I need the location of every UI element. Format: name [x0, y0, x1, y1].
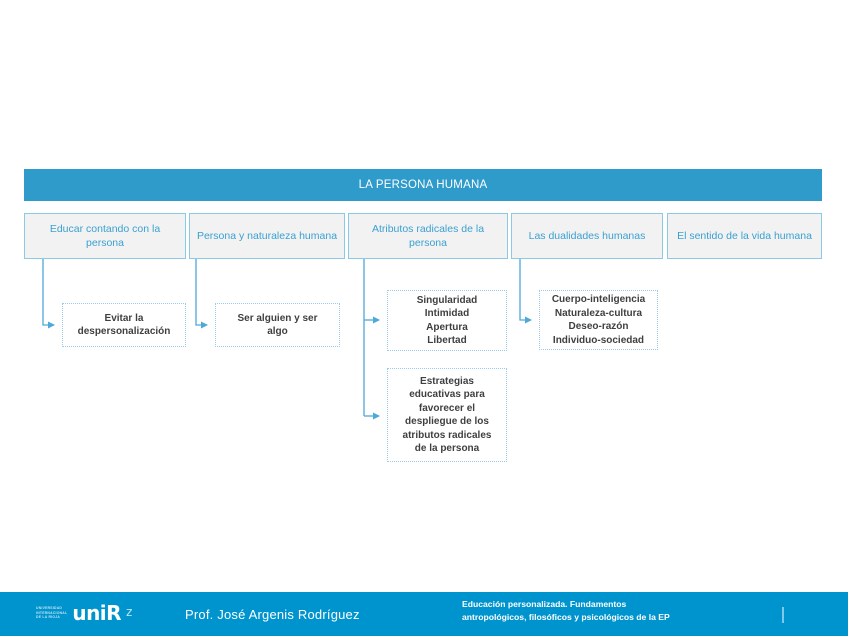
category-label: Las dualidades humanas: [528, 230, 646, 242]
category-label: El sentido de la vida humana: [677, 230, 812, 242]
concept-diagram: LA PERSONA HUMANA: [24, 169, 822, 462]
diagram-title: LA PERSONA HUMANA: [358, 179, 488, 191]
category-label: Educar contando con la persona: [49, 223, 161, 249]
category-box-las-dualidades-humanas[interactable]: Las dualidades humanas: [511, 213, 663, 259]
course-title-line-2: antropológicos, filosóficos y psicológic…: [462, 612, 670, 622]
category-label: Atributos radicales de la persona: [371, 223, 485, 249]
course-title-line-1: Educación personalizada. Fundamentos: [462, 599, 627, 609]
author-name: Prof. José Argenis Rodríguez: [185, 607, 360, 622]
unir-logo-mark-icon: z: [126, 606, 133, 620]
category-box-atributos-radicales-de-la-persona[interactable]: Atributos radicales de la persona: [348, 213, 508, 259]
course-title: Educación personalizada. Fundamentos ant…: [462, 598, 762, 624]
footer-divider: [782, 607, 784, 623]
diagram-title-banner: LA PERSONA HUMANA: [24, 169, 822, 201]
category-box-persona-y-naturaleza-humana[interactable]: Persona y naturaleza humana: [189, 213, 345, 259]
category-label: Persona y naturaleza humana: [196, 230, 338, 242]
category-box-el-sentido-de-la-vida-humana[interactable]: El sentido de la vida humana: [667, 213, 822, 259]
category-box-educar-contando-con-la-persona[interactable]: Educar contando con la persona: [24, 213, 186, 259]
unir-logo-wordmark: uniR: [72, 601, 122, 625]
footer-bar: [0, 592, 848, 636]
